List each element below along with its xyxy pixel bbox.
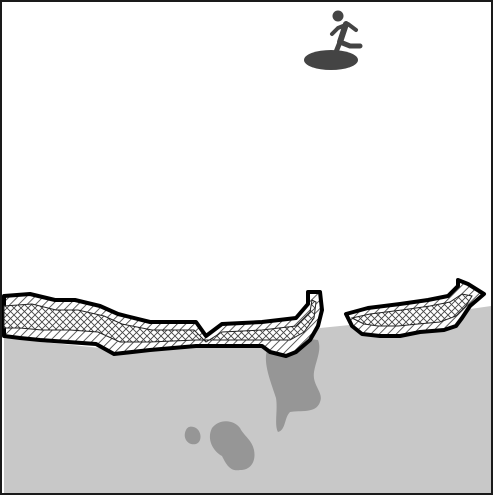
illustration-frame bbox=[0, 0, 493, 495]
ground-crack-illustration bbox=[0, 0, 493, 495]
